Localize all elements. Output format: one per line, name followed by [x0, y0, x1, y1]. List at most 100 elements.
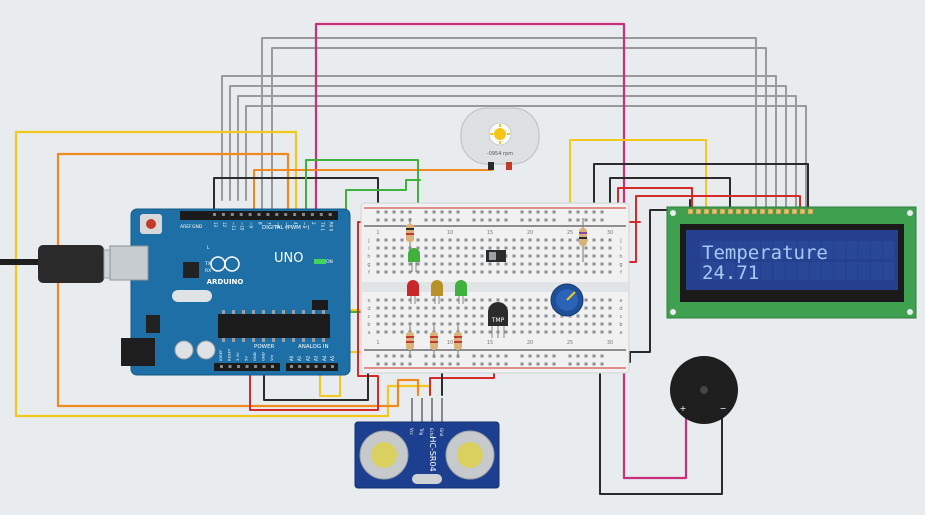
digital-pin[interactable] — [319, 213, 323, 216]
wire-red-5v[interactable] — [249, 221, 379, 411]
breadboard-hole[interactable] — [544, 306, 548, 310]
breadboard-hole[interactable] — [496, 238, 500, 242]
breadboard-hole[interactable] — [520, 262, 524, 266]
wire-black-lcd-1[interactable] — [593, 163, 809, 213]
rail-hole[interactable] — [592, 218, 596, 222]
breadboard-hole[interactable] — [408, 270, 412, 274]
breadboard-hole[interactable] — [608, 298, 612, 302]
rail-hole[interactable] — [568, 218, 572, 222]
analog-pin[interactable] — [322, 365, 326, 368]
breadboard-hole[interactable] — [560, 322, 564, 326]
breadboard-hole[interactable] — [568, 270, 572, 274]
rail-hole[interactable] — [376, 354, 380, 358]
digital-pin[interactable] — [275, 213, 279, 216]
rail-hole[interactable] — [392, 210, 396, 214]
motor-terminal[interactable] — [506, 162, 512, 170]
rail-hole[interactable] — [488, 218, 492, 222]
breadboard-hole[interactable] — [496, 270, 500, 274]
digital-pin[interactable] — [266, 213, 270, 216]
rail-hole[interactable] — [456, 218, 460, 222]
breadboard-hole[interactable] — [376, 262, 380, 266]
breadboard-hole[interactable] — [512, 262, 516, 266]
breadboard-hole[interactable] — [464, 298, 468, 302]
breadboard-hole[interactable] — [600, 330, 604, 334]
breadboard-hole[interactable] — [520, 238, 524, 242]
rail-hole[interactable] — [424, 210, 428, 214]
rail-hole[interactable] — [456, 362, 460, 366]
rail-hole[interactable] — [496, 210, 500, 214]
breadboard-hole[interactable] — [544, 262, 548, 266]
breadboard-hole[interactable] — [424, 306, 428, 310]
breadboard-hole[interactable] — [592, 246, 596, 250]
breadboard-hole[interactable] — [544, 330, 548, 334]
breadboard-hole[interactable] — [480, 254, 484, 258]
breadboard-hole[interactable] — [600, 298, 604, 302]
piezo-buzzer[interactable]: + − — [670, 356, 738, 424]
breadboard-hole[interactable] — [568, 322, 572, 326]
breadboard-hole[interactable] — [584, 330, 588, 334]
rail-hole[interactable] — [528, 210, 532, 214]
rail-hole[interactable] — [392, 218, 396, 222]
rail-hole[interactable] — [472, 354, 476, 358]
breadboard-hole[interactable] — [592, 270, 596, 274]
breadboard-hole[interactable] — [576, 330, 580, 334]
breadboard-hole[interactable] — [600, 306, 604, 310]
rail-hole[interactable] — [496, 354, 500, 358]
analog-pin[interactable] — [314, 365, 318, 368]
breadboard-hole[interactable] — [552, 262, 556, 266]
lcd-pin[interactable] — [727, 208, 734, 215]
breadboard-hole[interactable] — [544, 238, 548, 242]
breadboard-hole[interactable] — [432, 298, 436, 302]
breadboard-hole[interactable] — [424, 322, 428, 326]
digital-pin[interactable] — [213, 213, 216, 216]
breadboard-hole[interactable] — [584, 262, 588, 266]
breadboard-hole[interactable] — [584, 298, 588, 302]
breadboard-hole[interactable] — [456, 270, 460, 274]
breadboard-hole[interactable] — [464, 238, 468, 242]
breadboard-hole[interactable] — [456, 298, 460, 302]
breadboard-hole[interactable] — [600, 246, 604, 250]
breadboard-hole[interactable] — [392, 262, 396, 266]
rail-hole[interactable] — [504, 362, 508, 366]
breadboard-hole[interactable] — [432, 246, 436, 250]
rail-hole[interactable] — [448, 362, 452, 366]
resistor-5[interactable] — [454, 326, 462, 358]
digital-pin[interactable] — [230, 213, 234, 216]
dc-motor[interactable]: -0954 rpm — [460, 107, 540, 170]
wire-black-motor[interactable] — [213, 177, 379, 213]
breadboard-hole[interactable] — [544, 254, 548, 258]
breadboard-hole[interactable] — [384, 262, 388, 266]
breadboard-hole[interactable] — [512, 238, 516, 242]
rail-hole[interactable] — [480, 354, 484, 358]
breadboard-hole[interactable] — [472, 322, 476, 326]
rail-hole[interactable] — [568, 354, 572, 358]
breadboard-hole[interactable] — [560, 314, 564, 318]
breadboard-hole[interactable] — [432, 254, 436, 258]
breadboard-hole[interactable] — [384, 306, 388, 310]
breadboard-hole[interactable] — [488, 262, 492, 266]
wire-orange-left[interactable] — [56, 152, 420, 408]
rail-hole[interactable] — [592, 362, 596, 366]
breadboard-hole[interactable] — [608, 262, 612, 266]
rail-hole[interactable] — [384, 362, 388, 366]
lcd-pin[interactable] — [775, 208, 782, 215]
slide-switch[interactable] — [486, 250, 506, 262]
resistor-2[interactable] — [579, 218, 587, 262]
breadboard-hole[interactable] — [528, 314, 532, 318]
breadboard-hole[interactable] — [504, 330, 508, 334]
rail-hole[interactable] — [576, 354, 580, 358]
rail-hole[interactable] — [496, 218, 500, 222]
breadboard-hole[interactable] — [488, 238, 492, 242]
breadboard-hole[interactable] — [528, 298, 532, 302]
breadboard-hole[interactable] — [480, 322, 484, 326]
breadboard-hole[interactable] — [440, 330, 444, 334]
breadboard-hole[interactable] — [440, 262, 444, 266]
rail-hole[interactable] — [528, 362, 532, 366]
rail-hole[interactable] — [376, 210, 380, 214]
breadboard-hole[interactable] — [464, 306, 468, 310]
breadboard-hole[interactable] — [472, 314, 476, 318]
potentiometer[interactable] — [550, 283, 584, 317]
breadboard-hole[interactable] — [392, 246, 396, 250]
breadboard-hole[interactable] — [520, 322, 524, 326]
breadboard-hole[interactable] — [464, 270, 468, 274]
